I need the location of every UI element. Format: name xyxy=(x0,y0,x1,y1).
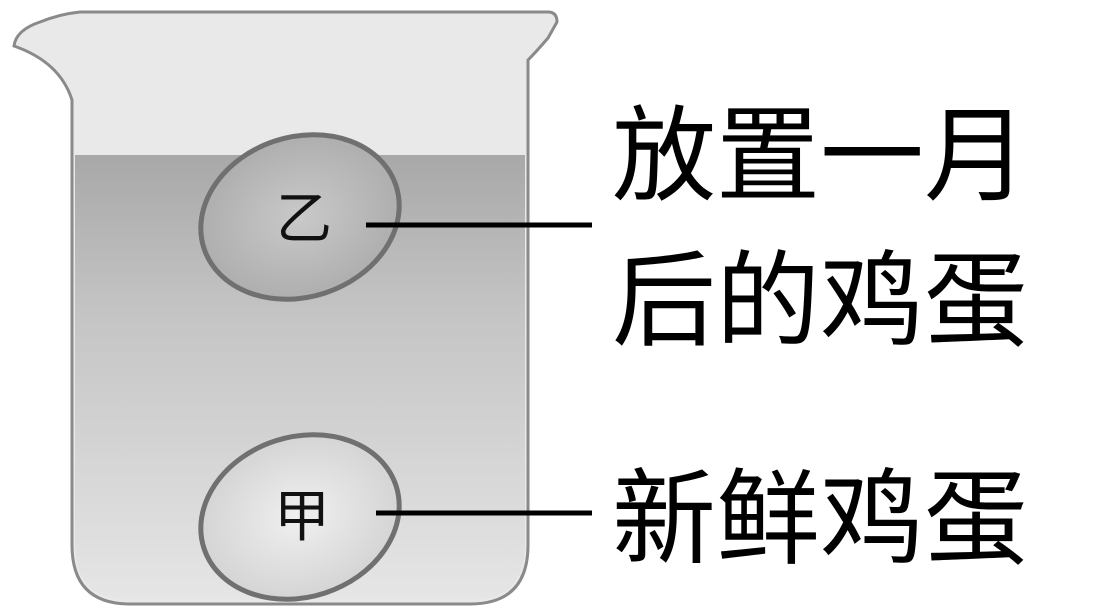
egg-upper xyxy=(198,132,402,302)
caption-old-egg-line2: 后的鸡蛋 xyxy=(612,240,1028,362)
egg-upper-label: 乙 xyxy=(276,187,332,252)
egg-lower-label: 甲 xyxy=(274,485,330,550)
egg-lower xyxy=(198,432,402,602)
caption-fresh-egg: 新鲜鸡蛋 xyxy=(612,458,1028,580)
caption-old-egg-line1: 放置一月 xyxy=(612,95,1028,217)
